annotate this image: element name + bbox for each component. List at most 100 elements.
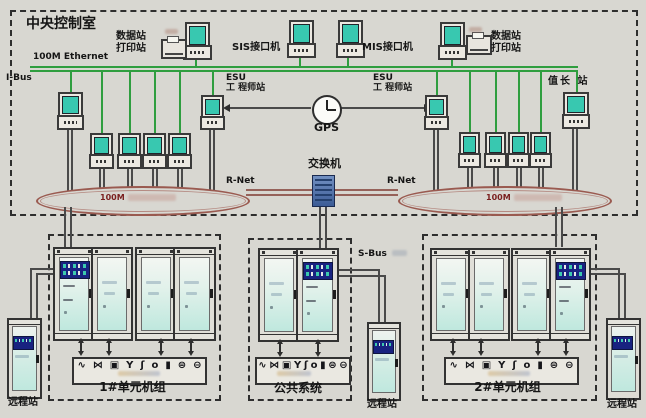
room-title: 中央控制室 <box>26 16 96 32</box>
network-wire <box>493 168 495 193</box>
ethernet-branch-line <box>101 72 103 133</box>
instrument-icon: ʃ <box>303 360 308 371</box>
io-arrow <box>478 338 484 356</box>
esu-line: ESU <box>226 73 246 83</box>
network-wire <box>437 130 439 193</box>
remote-link-wire <box>335 269 378 271</box>
ibus-label: I-Bus <box>6 73 32 83</box>
network-wire <box>71 130 73 191</box>
ring-network-left <box>36 186 250 216</box>
instrument-icon: Y <box>498 360 506 371</box>
sis-interface-label: SIS接口机 <box>232 42 281 53</box>
instrument-icon: ∿ <box>258 360 267 371</box>
io-arrow <box>106 338 112 356</box>
unit2-label: 2#单元机组 <box>474 380 541 394</box>
operator-workstation <box>507 132 530 168</box>
operator-workstation <box>117 133 142 169</box>
network-wire <box>131 169 133 193</box>
io-arrow <box>563 338 569 356</box>
remote-link-wire <box>30 268 53 270</box>
io-arrow <box>188 338 194 356</box>
io-arrow <box>277 339 283 357</box>
ring-drop-wire <box>555 207 557 247</box>
sbus-faint-text <box>392 250 407 256</box>
ethernet-trunk-line <box>30 66 578 68</box>
instrument-icon: o <box>151 360 159 371</box>
data-print-left-label: 数据站打印站 <box>116 31 146 54</box>
unit1-group-box <box>48 234 221 401</box>
network-wire <box>181 169 183 193</box>
print-station-line: 打印站 <box>116 42 146 54</box>
data-station-line: 数据站 <box>116 31 146 42</box>
network-wire <box>384 275 386 322</box>
io-arrow <box>78 338 84 356</box>
ring-left-speed: 100M <box>100 193 125 202</box>
ring-right-faint-text <box>514 194 562 201</box>
ethernet-branch-line <box>469 72 471 132</box>
ring-drop-wire <box>561 207 563 247</box>
network-wire <box>497 168 499 193</box>
remote-link-wire <box>587 273 624 275</box>
ethernet-branch-line <box>179 72 181 133</box>
interface-computer <box>183 22 212 60</box>
strip2-faint-text <box>277 371 311 376</box>
ethernet-branch-line <box>495 72 497 132</box>
common-system-label: 公共系统 <box>273 381 322 395</box>
remote-station-mid-label: 远程站 <box>367 399 397 410</box>
print-station-line: 打印站 <box>491 42 521 54</box>
ethernet-branch-line <box>518 72 520 132</box>
network-wire <box>538 168 540 193</box>
dcs-cabinet <box>511 248 553 341</box>
remote-link-wire <box>36 273 53 275</box>
remote-station-cabinet <box>367 322 401 401</box>
sbus-label: S-Bus <box>358 249 387 259</box>
network-wire <box>516 168 518 193</box>
central-control-room-box <box>10 10 638 216</box>
ethernet-branch-line <box>540 72 542 132</box>
instrument-icon: ⋈ <box>464 360 475 371</box>
operator-workstation <box>484 132 507 168</box>
ethernet-branch-line <box>436 72 438 95</box>
esu-line: ESU <box>373 73 393 83</box>
gps-sync-line-left <box>225 107 311 109</box>
switch-label: 交换机 <box>308 157 341 170</box>
ethernet-branch-line <box>129 72 131 133</box>
gps-label: GPS <box>314 121 340 134</box>
printer-icon <box>161 36 187 59</box>
dcs-cabinet <box>135 247 177 341</box>
remote-station-left-label: 远程站 <box>8 397 38 408</box>
io-arrow <box>315 339 321 357</box>
network-switch <box>312 175 335 207</box>
remote-link-wire <box>587 268 618 270</box>
instrument-icon: ▣ <box>481 360 492 371</box>
gps-sync-line-right <box>339 107 424 109</box>
instrument-icon: ▮ <box>165 360 171 371</box>
network-wire <box>572 129 574 191</box>
ring-network-right <box>398 186 612 216</box>
remote-station-cabinet <box>606 318 641 400</box>
interface-computer <box>336 20 365 58</box>
operator-workstation <box>167 133 192 169</box>
interface-computer <box>287 20 316 58</box>
io-arrow <box>450 338 456 356</box>
dcs-cabinet <box>549 248 591 341</box>
ethernet-branch-line <box>154 72 156 133</box>
instrument-icon: ⋈ <box>92 360 103 371</box>
ethernet-label: 100M Ethernet <box>33 52 109 62</box>
instrument-icon: ⊖ <box>339 360 348 371</box>
unit1-label: 1#单元机组 <box>99 380 166 394</box>
rnet-right-label: R-Net <box>387 176 416 186</box>
dcs-cabinet <box>53 247 95 341</box>
network-wire <box>542 168 544 193</box>
instrument-icon: ∿ <box>449 360 458 371</box>
network-wire <box>213 130 215 193</box>
instrument-icon: Y <box>293 360 302 371</box>
network-wire <box>378 269 380 322</box>
instrument-icon: ▣ <box>109 360 120 371</box>
